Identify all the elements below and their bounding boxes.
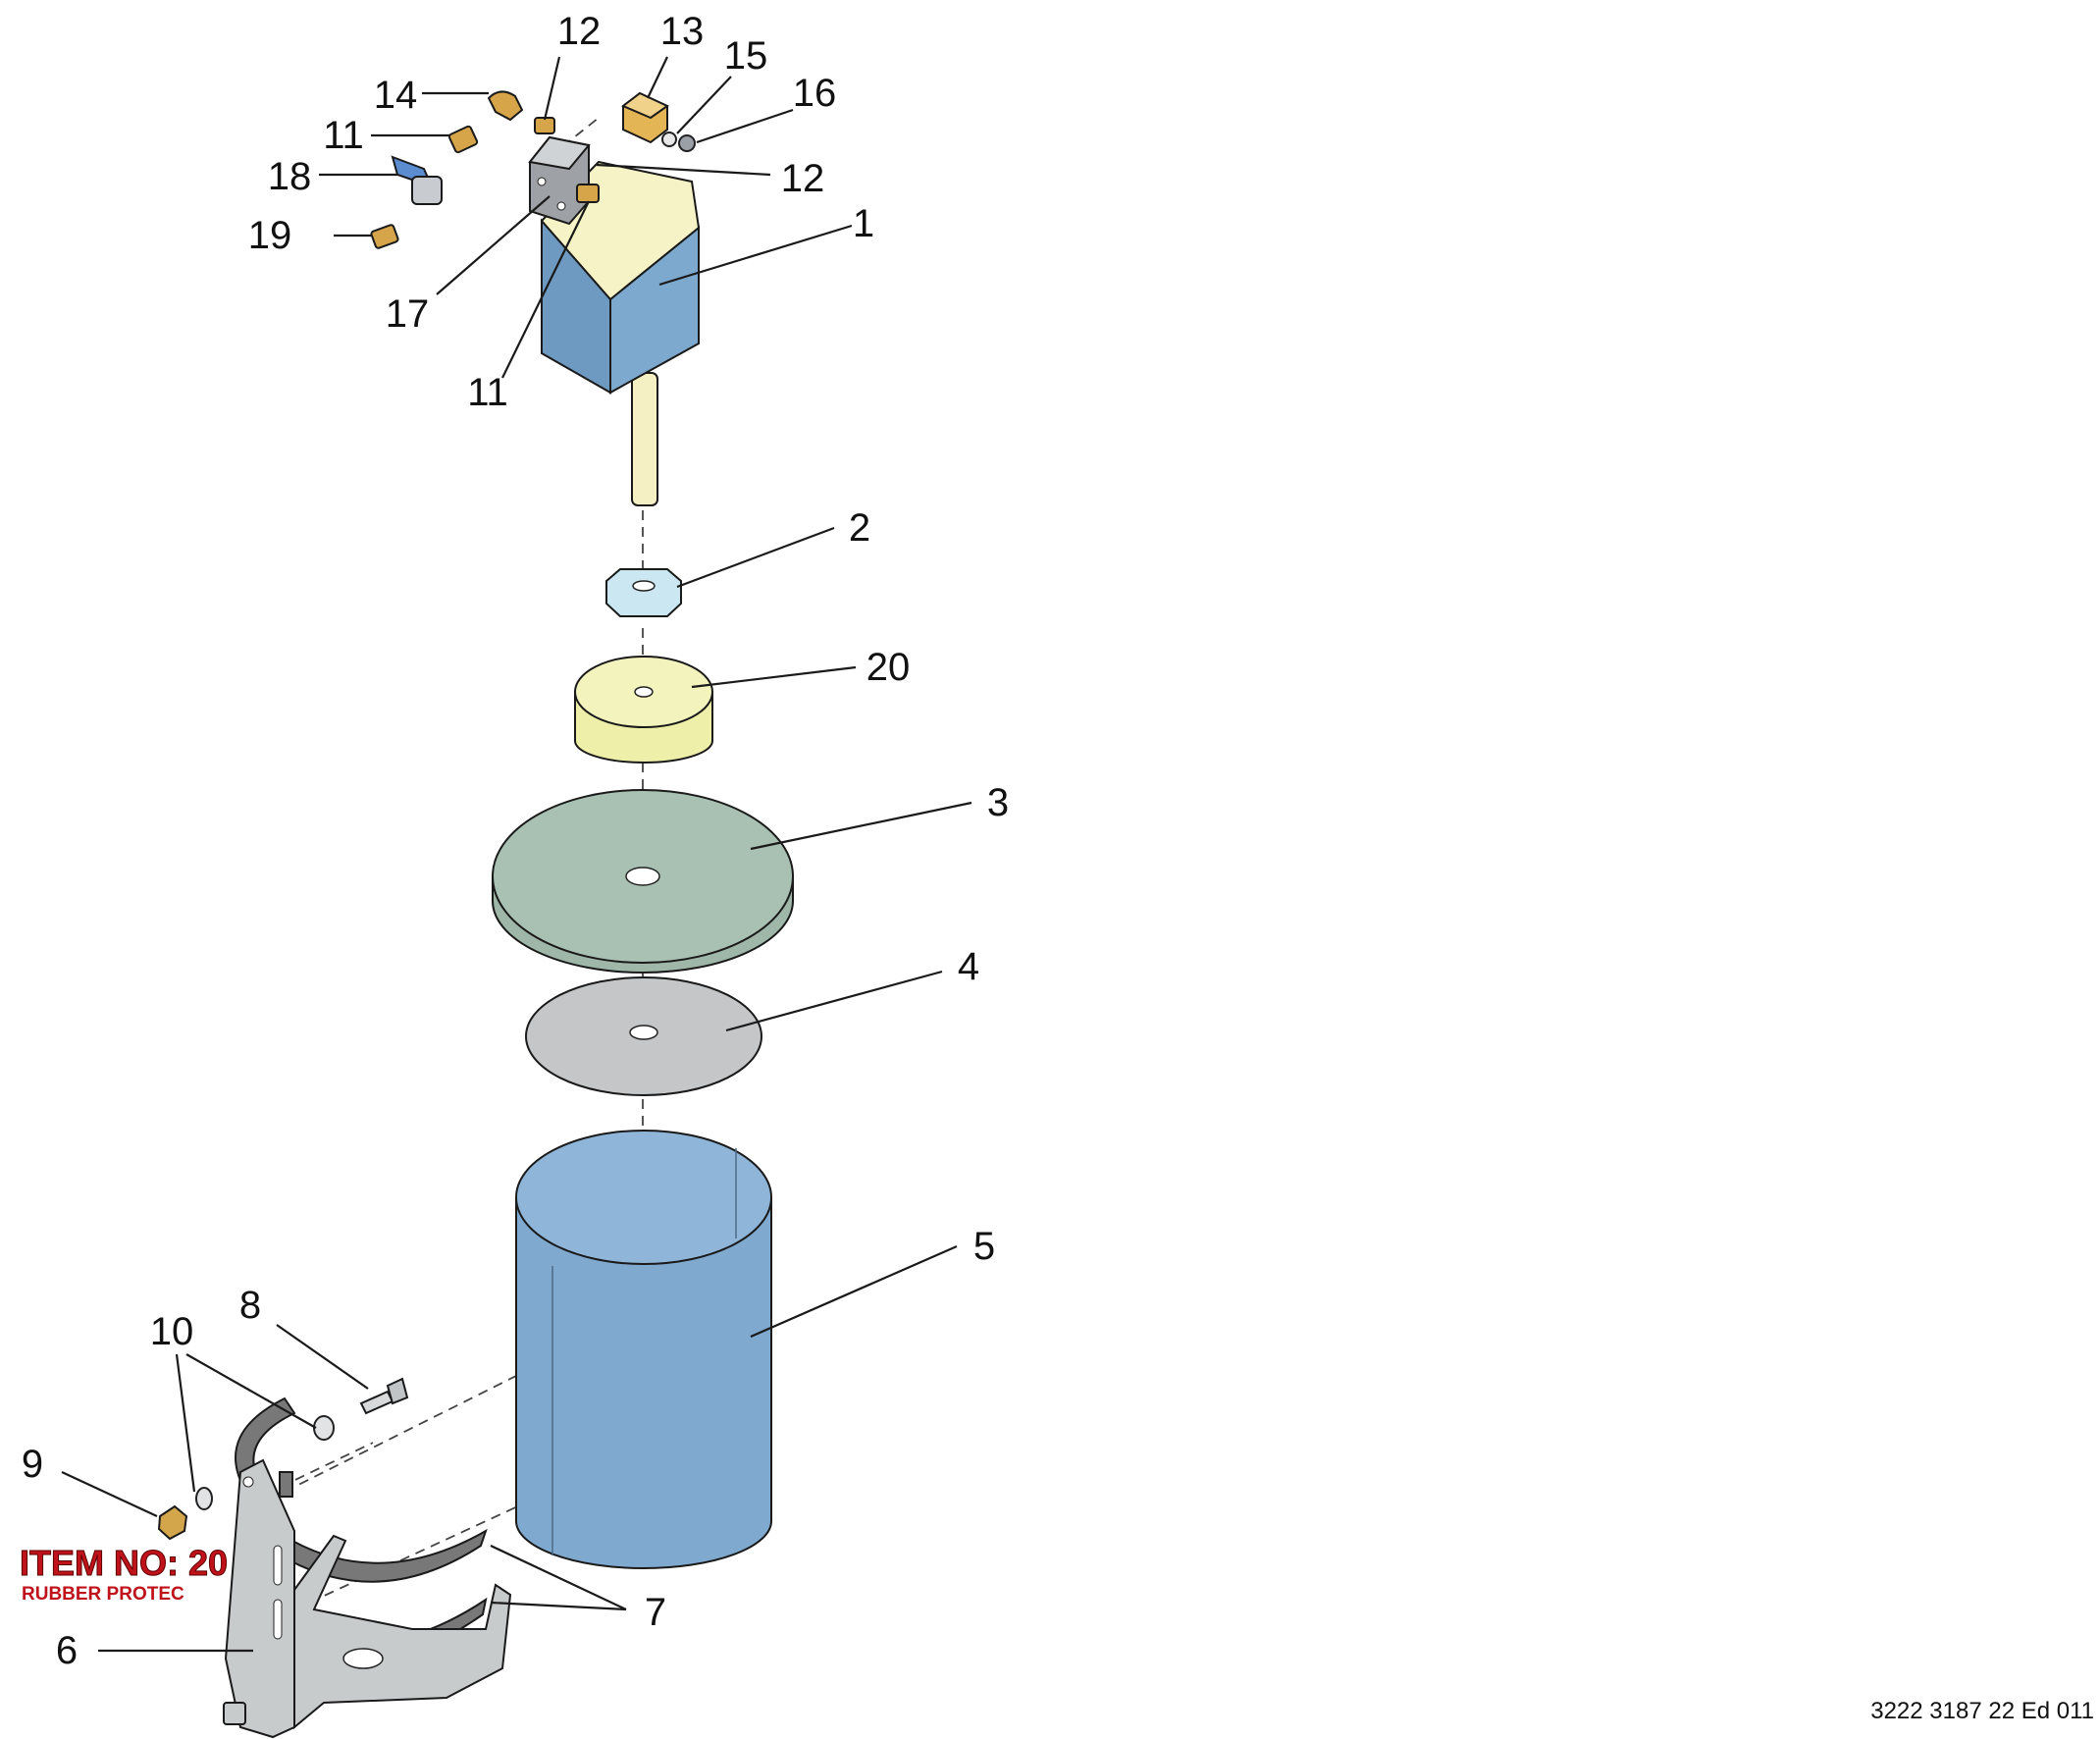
callout-12-lower: 12 — [781, 157, 825, 200]
part-5-filter-bowl — [515, 1130, 772, 1569]
part-3-filter-disc — [492, 789, 794, 974]
callout-19: 19 — [248, 214, 292, 257]
callout-13: 13 — [660, 10, 705, 53]
callout-1: 1 — [853, 202, 874, 245]
part-14-elbow-fitting — [487, 90, 524, 122]
document-reference: 3222 3187 22 Ed 011 — [1870, 1698, 2094, 1724]
part-2-hex-nut — [605, 568, 682, 617]
callout-10: 10 — [150, 1310, 194, 1353]
part-20-foam-pad — [574, 656, 713, 764]
part-11-fitting-upper — [447, 125, 479, 154]
callout-18: 18 — [268, 155, 312, 198]
callout-11-upper: 11 — [323, 114, 364, 157]
callout-3: 3 — [987, 781, 1009, 824]
callout-8: 8 — [239, 1284, 261, 1327]
stamp-subtitle: RUBBER PROTEC — [22, 1584, 184, 1605]
callout-16: 16 — [793, 72, 837, 115]
part-15-washer — [661, 132, 677, 147]
part-10-washer-lower — [195, 1487, 213, 1510]
part-18-ball-valve — [391, 155, 443, 205]
part-13-block-fitting — [621, 91, 669, 144]
callout-12-upper: 12 — [557, 10, 602, 53]
callout-6: 6 — [56, 1629, 78, 1672]
callout-5: 5 — [973, 1225, 995, 1268]
part-9-nut — [157, 1504, 188, 1541]
callout-11-lower: 11 — [467, 371, 508, 414]
part-8-bolt — [359, 1377, 409, 1415]
callout-labels: 1 2 20 3 4 5 6 7 8 9 10 11 11 12 12 13 1… — [22, 10, 1009, 1672]
leader-lines — [61, 56, 972, 1653]
callout-20: 20 — [866, 646, 911, 689]
item-stamp: ITEM NO: 20 RUBBER PROTEC — [20, 1543, 229, 1606]
callout-15: 15 — [724, 34, 768, 78]
callout-17: 17 — [386, 292, 430, 336]
part-12-fitting-upper — [534, 117, 555, 134]
callout-2: 2 — [849, 506, 870, 550]
part-16-plug — [678, 134, 696, 152]
part-4-gasket — [525, 976, 762, 1096]
part-11-fitting-lower — [576, 184, 600, 203]
callout-4: 4 — [958, 945, 979, 988]
stamp-title: ITEM NO: 20 — [20, 1543, 228, 1583]
callout-9: 9 — [22, 1443, 43, 1486]
part-6-mounting-bracket — [223, 1458, 512, 1739]
callout-14: 14 — [374, 74, 418, 117]
part-10-washer-upper — [313, 1415, 335, 1441]
part-19-nozzle — [370, 224, 399, 249]
callout-7: 7 — [645, 1591, 666, 1634]
part-17-valve-block — [528, 135, 591, 226]
